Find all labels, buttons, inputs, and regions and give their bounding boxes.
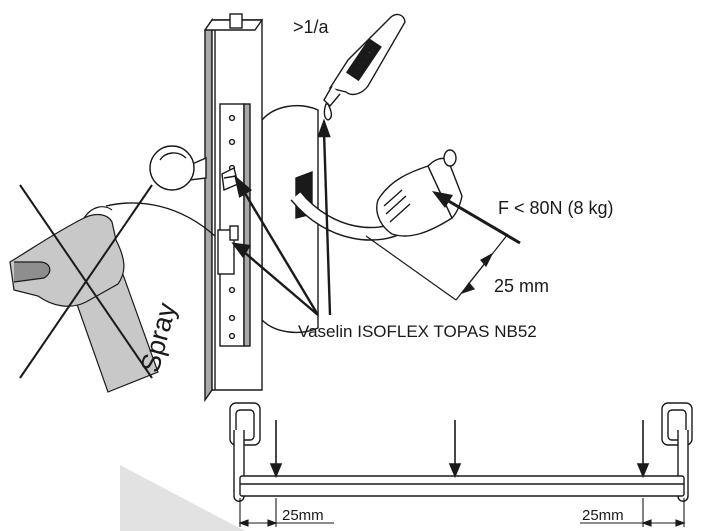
door-lock-assembly bbox=[149, 13, 319, 403]
dead-bolt bbox=[217, 229, 235, 275]
right-gap-label: 25mm bbox=[582, 507, 624, 524]
frequency-label: >1/a bbox=[293, 17, 330, 37]
lock-faceplate bbox=[219, 103, 245, 347]
left-gap-label: 25mm bbox=[282, 507, 324, 524]
panic-bar bbox=[229, 402, 693, 502]
lubricant-pointers bbox=[231, 118, 332, 316]
spray-tube bbox=[105, 202, 216, 237]
door-profile-top-slot bbox=[229, 13, 243, 29]
spray-hand bbox=[9, 202, 216, 393]
distance-label: 25 mm bbox=[494, 276, 549, 296]
hand bbox=[9, 213, 125, 307]
push-arrows bbox=[269, 420, 650, 479]
key-grip bbox=[376, 165, 453, 237]
lubricant-label: Vaselin ISOFLEX TOPAS NB52 bbox=[298, 322, 537, 341]
gap-dimensions bbox=[238, 498, 686, 527]
force-label: F < 80N (8 kg) bbox=[498, 198, 614, 218]
door-profile-side bbox=[204, 17, 213, 403]
force-arrow-head bbox=[432, 191, 453, 208]
faceplate-shadow bbox=[243, 103, 251, 347]
key bbox=[290, 149, 463, 241]
cross-line-2 bbox=[19, 184, 153, 379]
push-bar bbox=[239, 475, 685, 497]
lubricant-tube: ABLOY bbox=[323, 13, 406, 121]
distance-dimension bbox=[365, 233, 509, 301]
background-triangle bbox=[120, 465, 245, 531]
knob bbox=[149, 145, 195, 191]
